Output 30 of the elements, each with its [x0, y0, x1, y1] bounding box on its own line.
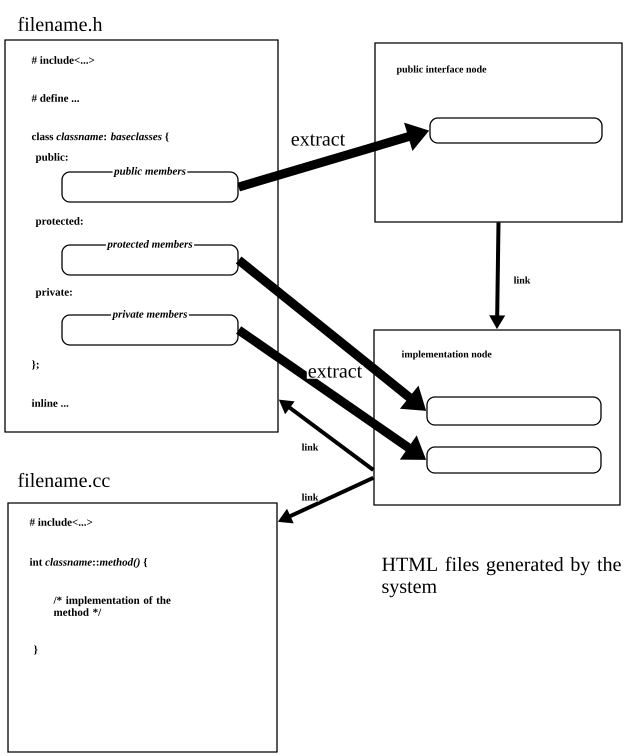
code-line: inline ...: [32, 399, 68, 407]
rounded-box: [426, 396, 602, 426]
code-line: # define ...: [32, 94, 79, 102]
code-line: private:: [36, 288, 72, 298]
node-title: public interface node: [396, 65, 486, 75]
node-title: implementation node: [402, 350, 492, 360]
member-box: private members: [61, 308, 239, 346]
code-line: # include<...>: [32, 56, 94, 64]
edge-label: link: [512, 276, 532, 284]
edge-label: extract: [290, 133, 346, 147]
edge-label: extract: [306, 365, 364, 379]
edge-label: link: [300, 442, 320, 452]
file-name-heading: filename.cc: [18, 472, 110, 488]
code-line: public:: [36, 153, 68, 163]
html-node-box: [373, 329, 621, 506]
file-name-heading: filename.h: [18, 16, 102, 32]
code-comment: /* implementation of the method */: [53, 596, 171, 616]
code-line: protected:: [36, 217, 83, 227]
member-box: public members: [61, 166, 239, 203]
code-line: class classname: baseclasses {: [32, 132, 169, 142]
code-line: # include<...>: [30, 518, 92, 526]
code-line: int classname::method() {: [30, 558, 148, 568]
edge-label: link: [300, 492, 320, 502]
member-box: protected members: [61, 238, 239, 276]
rounded-box: [429, 117, 603, 144]
note-text: HTML files generated by the system: [382, 556, 621, 598]
code-line: };: [32, 360, 39, 370]
code-line: }: [34, 645, 38, 655]
rounded-box: [426, 446, 602, 474]
html-node-box: [374, 42, 623, 223]
